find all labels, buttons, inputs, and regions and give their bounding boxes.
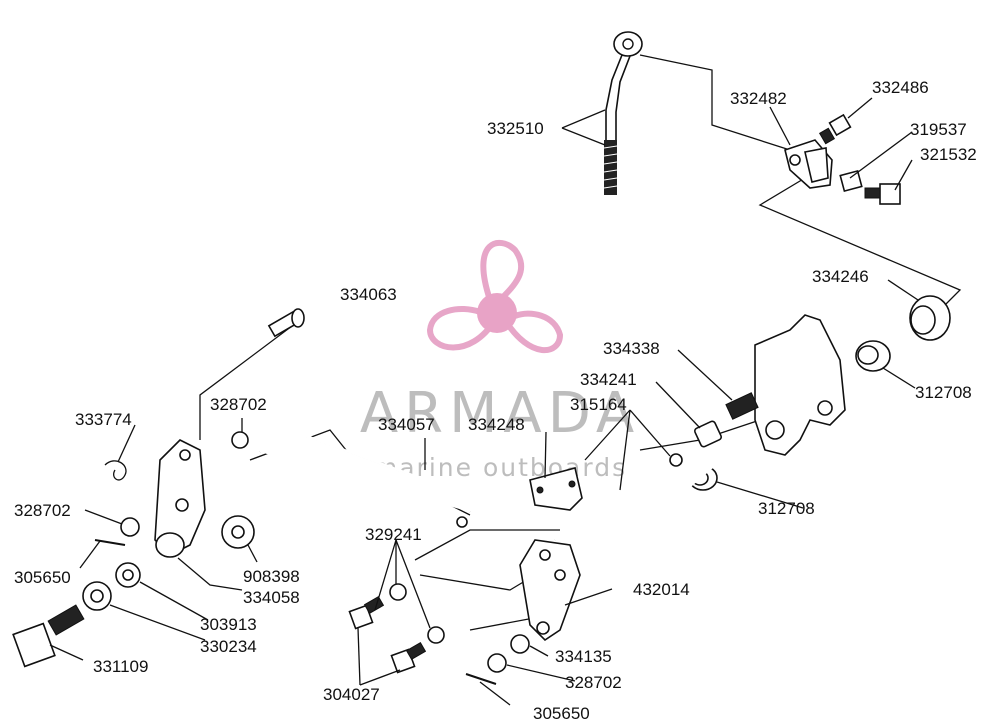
label-333774: 333774 xyxy=(75,410,132,429)
washer-303913 xyxy=(115,562,141,588)
label-331109: 331109 xyxy=(93,657,148,676)
label-908398: 908398 xyxy=(243,567,300,586)
label-334248: 334248 xyxy=(468,415,525,434)
clevis-332482 xyxy=(784,139,833,189)
lever-334058 xyxy=(154,439,206,558)
ball-315164 xyxy=(669,453,683,467)
spring-334338 xyxy=(725,392,759,420)
washer-329241-a xyxy=(389,583,407,601)
label-332510: 332510 xyxy=(487,119,544,138)
propeller-hub-icon xyxy=(477,293,517,333)
label-334058: 334058 xyxy=(243,588,300,607)
label-321532: 321532 xyxy=(920,145,977,164)
label-332486: 332486 xyxy=(872,78,929,97)
bushing-312708-upper xyxy=(855,340,891,372)
washer-328702-c xyxy=(487,653,507,673)
label-312708-lower: 312708 xyxy=(758,499,815,518)
bracket-casting xyxy=(754,314,846,456)
part-labels: 332510 332482 332486 319537 321532 33424… xyxy=(14,78,977,723)
washer-328702-b xyxy=(120,517,140,537)
cotter-pin-305650-a xyxy=(94,539,126,546)
arm-432014 xyxy=(519,539,581,642)
block-334248 xyxy=(529,467,583,511)
assembly-lines xyxy=(199,54,962,631)
label-328702-c: 328702 xyxy=(565,673,622,692)
washer-334135 xyxy=(510,634,530,654)
label-329241: 329241 xyxy=(365,525,422,544)
label-334057: 334057 xyxy=(378,415,435,434)
bolt-304027-b xyxy=(390,641,427,674)
spacer-334241 xyxy=(693,420,723,448)
label-432014: 432014 xyxy=(633,580,690,599)
label-332482: 332482 xyxy=(730,89,787,108)
label-304027: 304027 xyxy=(323,685,380,704)
propeller-icon xyxy=(426,239,564,353)
label-305650-a: 305650 xyxy=(14,568,71,587)
label-305650-b: 305650 xyxy=(533,704,590,723)
pin-334063 xyxy=(267,308,305,338)
label-334246: 334246 xyxy=(812,267,869,286)
bolt-321532 xyxy=(864,183,901,205)
label-334135: 334135 xyxy=(555,647,612,666)
leader-lines xyxy=(49,97,919,706)
screw-332486 xyxy=(818,113,852,145)
label-334063: 334063 xyxy=(340,285,397,304)
bolt-331109 xyxy=(12,604,85,668)
washer-329241-b xyxy=(427,626,445,644)
label-319537: 319537 xyxy=(910,120,967,139)
washer-319537 xyxy=(839,169,863,193)
bushing-334246 xyxy=(909,295,951,341)
washer-908398 xyxy=(221,515,255,549)
bolt-304027-a xyxy=(348,595,385,630)
link-rod-334057 xyxy=(259,428,471,528)
label-328702-a: 328702 xyxy=(210,395,267,414)
label-328702-b: 328702 xyxy=(14,501,71,520)
washer-330234 xyxy=(82,581,112,611)
shaft xyxy=(554,428,756,542)
label-303913: 303913 xyxy=(200,615,257,634)
label-312708-upper: 312708 xyxy=(915,383,972,402)
label-334338: 334338 xyxy=(603,339,660,358)
label-334241: 334241 xyxy=(580,370,637,389)
label-330234: 330234 xyxy=(200,637,257,656)
label-315164: 315164 xyxy=(570,395,627,414)
washer-328702-a xyxy=(231,431,249,449)
brand-name: ARMADA xyxy=(360,381,640,446)
rod-332510 xyxy=(603,31,643,195)
clip-333774 xyxy=(104,460,127,481)
cotter-pin-305650-b xyxy=(465,673,497,685)
